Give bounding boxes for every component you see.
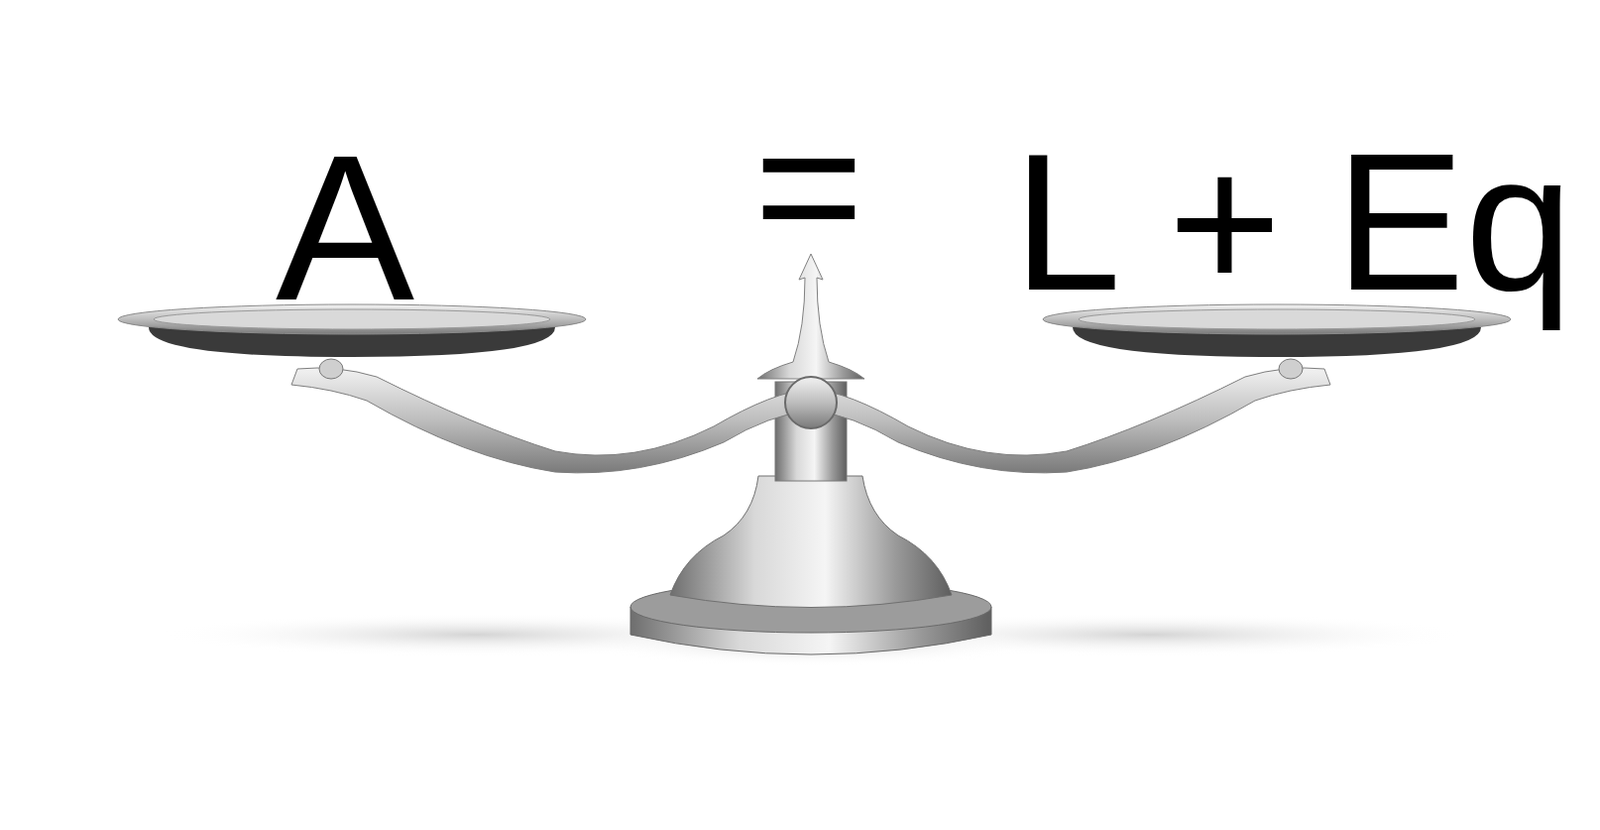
asset-label: A — [275, 123, 415, 333]
liability-equity-label: L + Eq — [1013, 125, 1574, 321]
equals-sign: = — [754, 91, 865, 280]
pivot — [785, 376, 837, 429]
scale-beam — [291, 367, 1331, 473]
pan-joint — [1278, 358, 1303, 379]
pan-joint — [319, 358, 343, 379]
base-bell — [670, 475, 952, 608]
